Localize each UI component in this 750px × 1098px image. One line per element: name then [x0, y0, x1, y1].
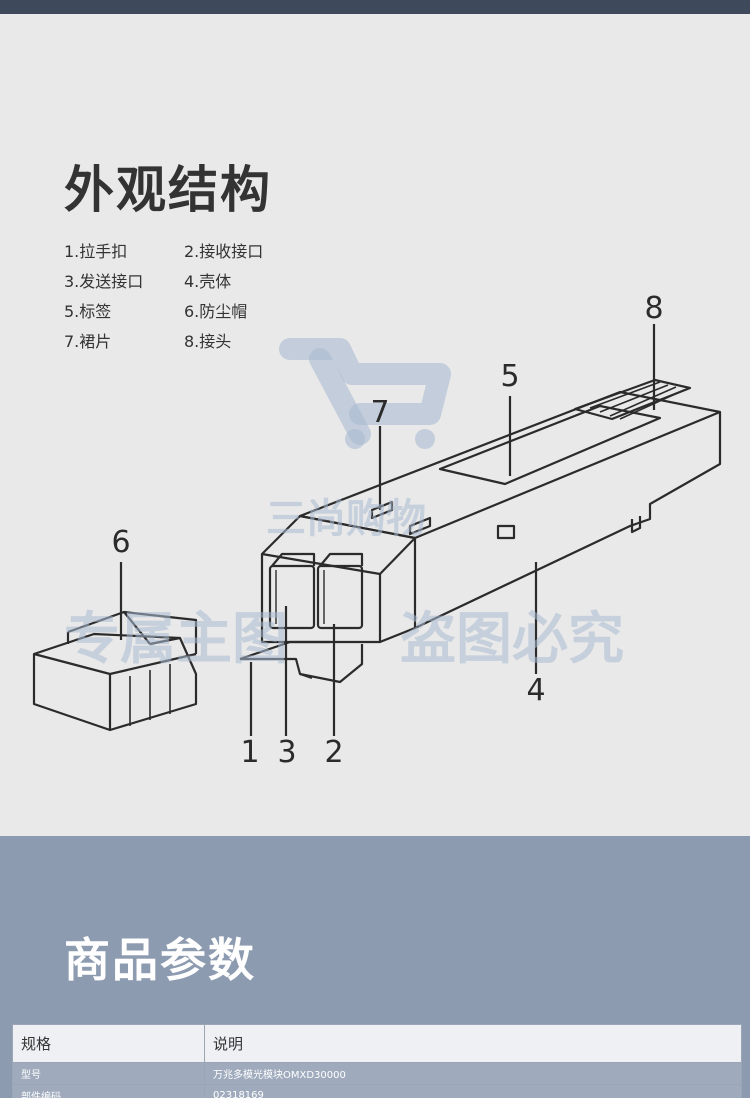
legend-item-7: 7.裙片	[64, 332, 112, 351]
table-cell: 部件编码	[12, 1084, 205, 1098]
legend-item-6: 6.防尘帽	[184, 302, 248, 321]
callout-7: 7	[370, 395, 389, 430]
table-row: 型号 万兆多模光模块OMXD30000	[12, 1062, 742, 1085]
legend-item-3: 3.发送接口	[64, 272, 144, 291]
spec-table: 规格 说明 型号 万兆多模光模块OMXD30000 部件编码 02318169	[12, 1024, 742, 1098]
table-header-spec: 规格	[12, 1024, 205, 1063]
callout-4: 4	[526, 673, 545, 708]
legend-item-1: 1.拉手扣	[64, 242, 128, 261]
legend-item-5: 5.标签	[64, 302, 112, 321]
callout-5: 5	[500, 359, 519, 394]
table-header-desc: 说明	[204, 1024, 742, 1063]
brand-watermark: 三尚购物	[266, 496, 426, 542]
table-cell: 型号	[12, 1062, 205, 1085]
notice-watermark-left: 专属主图	[64, 607, 288, 672]
callout-6: 6	[111, 525, 130, 560]
callout-1: 1	[240, 735, 259, 770]
skirt-tab	[370, 500, 394, 520]
sfp-module-diagram: 6 1 3 2 4 5 7 8	[32, 291, 722, 770]
callout-8: 8	[644, 291, 663, 326]
params-section: 商品参数 规格 说明 型号 万兆多模光模块OMXD30000 部件编码 0231…	[0, 836, 750, 1098]
legend-item-8: 8.接头	[184, 332, 232, 351]
connector-plate	[573, 378, 692, 421]
params-title: 商品参数	[64, 933, 256, 987]
table-cell: 万兆多模光模块OMXD30000	[204, 1062, 742, 1085]
table-header-row: 规格 说明	[12, 1024, 742, 1063]
legend-item-4: 4.壳体	[184, 272, 232, 291]
housing-right-face	[414, 412, 722, 629]
legend-item-2: 2.接收接口	[184, 242, 264, 261]
structure-title: 外观结构	[64, 161, 272, 219]
structure-section: 外观结构 1.拉手扣 2.接收接口 3.发送接口 4.壳体 5.标签 6.防尘帽…	[0, 14, 750, 836]
rx-port	[316, 564, 364, 630]
dust-cap	[32, 632, 198, 732]
tx-port	[268, 564, 316, 630]
notice-watermark-right: 盗图必究	[400, 607, 624, 672]
top-bar	[0, 0, 750, 14]
table-cell: 02318169	[204, 1084, 742, 1098]
callout-2: 2	[324, 735, 343, 770]
label-rect	[438, 404, 662, 486]
table-row: 部件编码 02318169	[12, 1084, 742, 1098]
callout-3: 3	[277, 735, 296, 770]
